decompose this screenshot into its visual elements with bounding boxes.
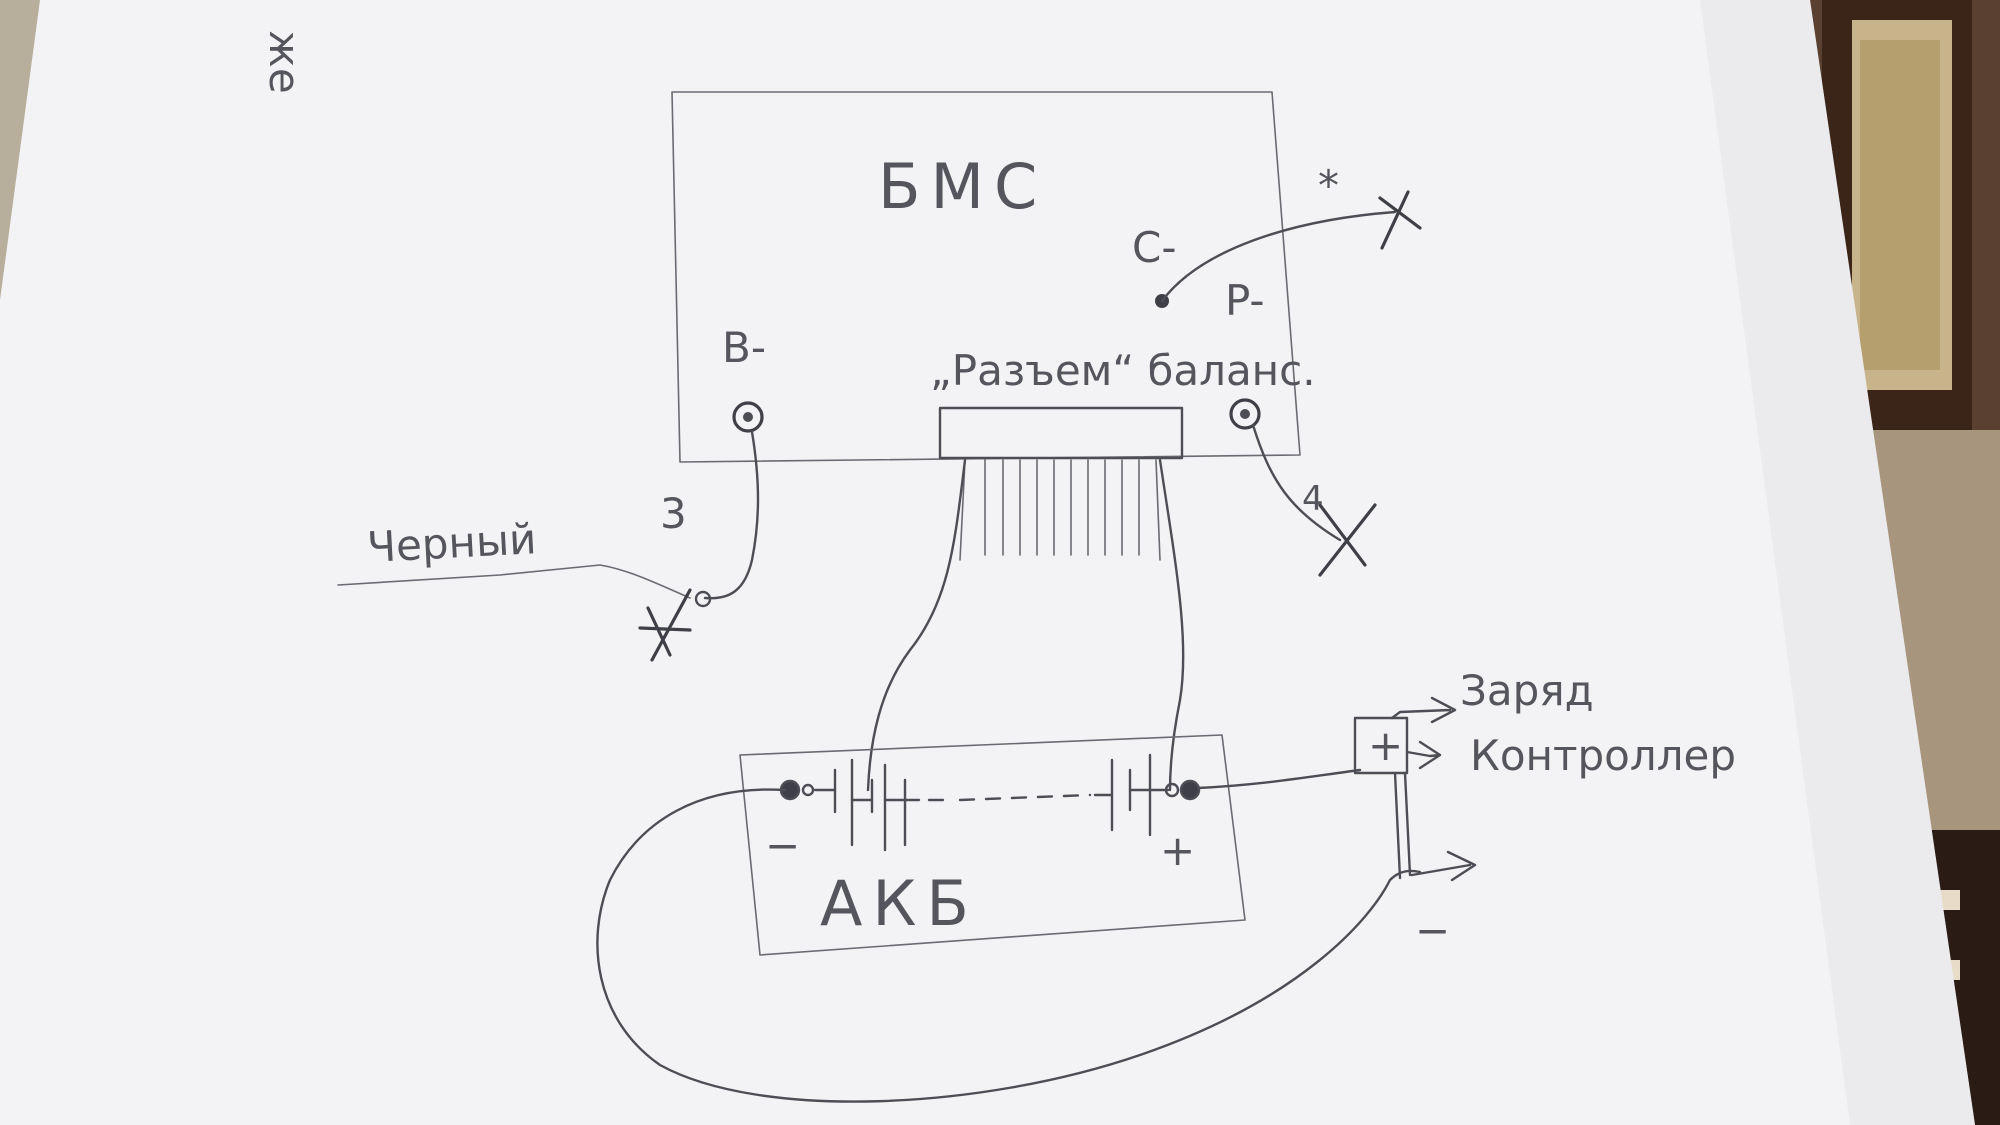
p-minus-cross <box>1318 503 1377 577</box>
battery-minus: − <box>765 821 800 870</box>
b-minus-wire <box>703 430 760 600</box>
b-minus-terminal <box>732 401 764 433</box>
c-minus-cross <box>1378 190 1422 250</box>
p-minus-wire <box>1251 423 1342 542</box>
label-3: 3 <box>660 489 687 538</box>
charge-arrow <box>1390 696 1457 724</box>
bms-title: БМС <box>878 150 1047 223</box>
balance-wire-right <box>1158 458 1185 792</box>
b-minus-label: B- <box>722 323 766 372</box>
balance-wire-left <box>866 458 967 792</box>
minus-output-label: − <box>1415 906 1450 955</box>
bms-box <box>671 91 1301 463</box>
balance-wire-bundle <box>959 459 1161 561</box>
b-minus-cross <box>638 588 692 662</box>
p-minus-label: P- <box>1225 276 1265 325</box>
c-minus-asterisk: * <box>1318 161 1339 210</box>
black-wire-pointer <box>337 564 691 599</box>
p-minus-terminal <box>1229 398 1261 430</box>
black-wire-label: Черный <box>366 514 538 572</box>
battery-minus-loop-wire <box>596 788 1422 1103</box>
battery-box <box>739 734 1246 956</box>
controller-arrow <box>1405 740 1442 770</box>
corner-scribble: же <box>260 30 309 94</box>
battery-title: АКБ <box>820 867 979 940</box>
minus-output-wire <box>1393 771 1477 882</box>
c-minus-wire <box>1160 210 1397 303</box>
plus-output-box <box>1353 716 1409 775</box>
cell-string <box>779 753 1201 852</box>
plus-output-box-label: + <box>1368 721 1403 770</box>
balance-connector-label: „Разъем“ баланс. <box>930 346 1316 395</box>
battery-plus-wire <box>1196 768 1362 790</box>
c-minus-label: C- <box>1132 223 1176 272</box>
label-4: 4 <box>1302 479 1324 519</box>
controller-label: Контроллер <box>1470 731 1736 780</box>
battery-plus: + <box>1160 826 1195 875</box>
balance-connector <box>938 406 1184 460</box>
charge-label: Заряд <box>1460 666 1594 715</box>
